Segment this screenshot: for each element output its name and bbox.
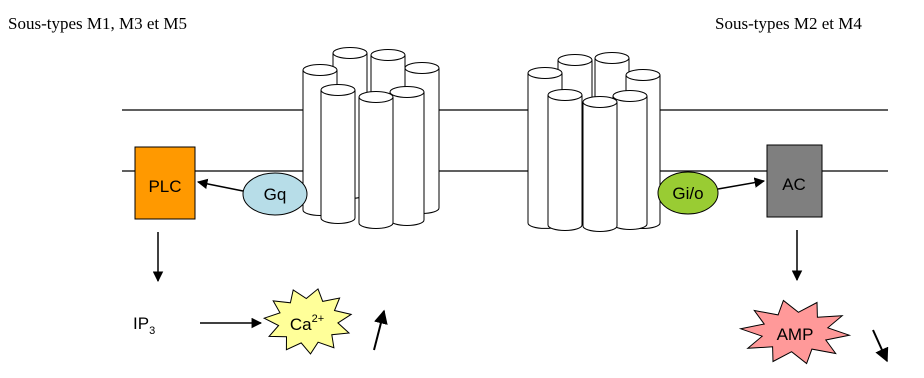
title-left: Sous-types M1, M3 et M5 — [8, 14, 187, 33]
gq-node: Gq — [242, 172, 308, 216]
arrow-gq-to-plc — [196, 178, 244, 192]
receptor-left — [302, 47, 440, 229]
cylinder — [612, 90, 648, 230]
title-right: Sous-types M2 et M4 — [715, 14, 862, 33]
gio-node: Gi/o — [657, 171, 719, 215]
cylinder — [358, 91, 394, 229]
cylinder — [389, 86, 425, 226]
cylinder — [320, 84, 356, 224]
plc-node: PLC — [134, 146, 196, 220]
cylinder — [547, 89, 583, 231]
plc-label: PLC — [148, 177, 181, 196]
arrow-down-icon — [872, 329, 889, 363]
arrow-up-icon — [373, 309, 388, 351]
ac-node: AC — [766, 144, 823, 218]
gq-label: Gq — [264, 185, 287, 204]
arrows — [152, 177, 803, 329]
ca-label: Ca2+ — [290, 313, 324, 334]
ca-burst: Ca2+ — [262, 288, 353, 355]
receptor-right — [527, 52, 661, 232]
arrow-gio-to-ac — [717, 177, 766, 190]
amp-burst: AMP — [738, 299, 852, 365]
ac-label: AC — [782, 175, 806, 194]
gio-label: Gi/o — [672, 184, 703, 203]
cylinder — [582, 96, 618, 232]
membrane — [122, 109, 888, 172]
amp-label: AMP — [777, 325, 814, 344]
ip3-label: IP3 — [133, 314, 155, 337]
